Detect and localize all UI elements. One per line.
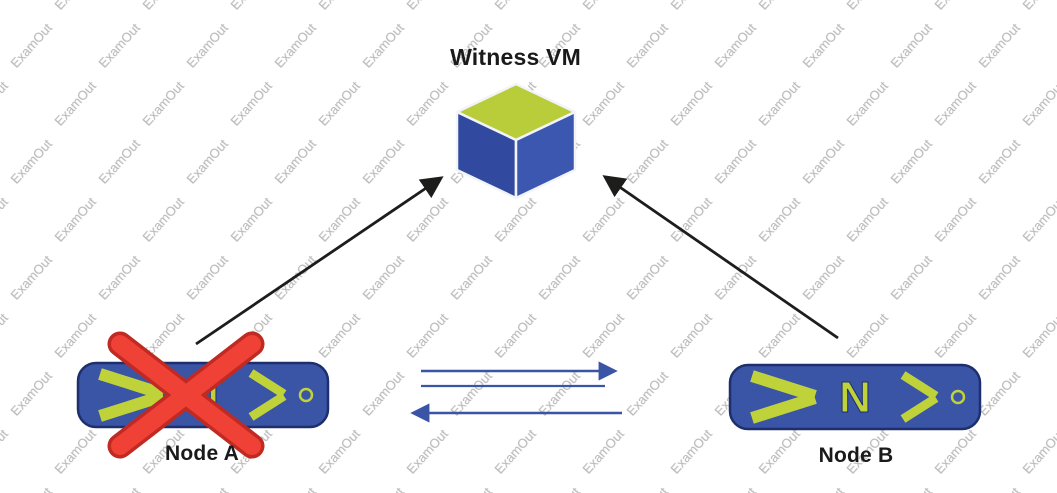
- node-b-chevron-bottom: [750, 392, 817, 424]
- node-b-label: Node B: [818, 444, 894, 467]
- arrow-node-b-to-witness: [602, 175, 839, 340]
- cube-right-face: [514, 110, 577, 200]
- node-a-indicator-light: [298, 387, 314, 403]
- replication-arrows: [410, 361, 622, 423]
- witness-cube-icon: [455, 82, 577, 200]
- node-b-letter: N: [839, 373, 871, 422]
- node-b-chevron-top: [750, 370, 817, 402]
- node-b-indicator-light: [950, 389, 966, 405]
- node-a-chevron-top: [98, 368, 165, 400]
- arrow-node-a-to-witness: [195, 176, 444, 346]
- failure-x-icon: [107, 331, 265, 459]
- node-b-right-stripe-top: [900, 371, 939, 400]
- node-a-label: Node A: [165, 442, 239, 465]
- node-a-right-stripe-bottom: [248, 392, 287, 421]
- node-b-right-stripe-bottom: [900, 394, 939, 423]
- witness-vm-label: Witness VM: [450, 44, 581, 70]
- node-a-right-stripe-top: [248, 369, 287, 398]
- node-b-appliance: N: [728, 363, 982, 431]
- node-a-chevron-bottom: [98, 390, 165, 422]
